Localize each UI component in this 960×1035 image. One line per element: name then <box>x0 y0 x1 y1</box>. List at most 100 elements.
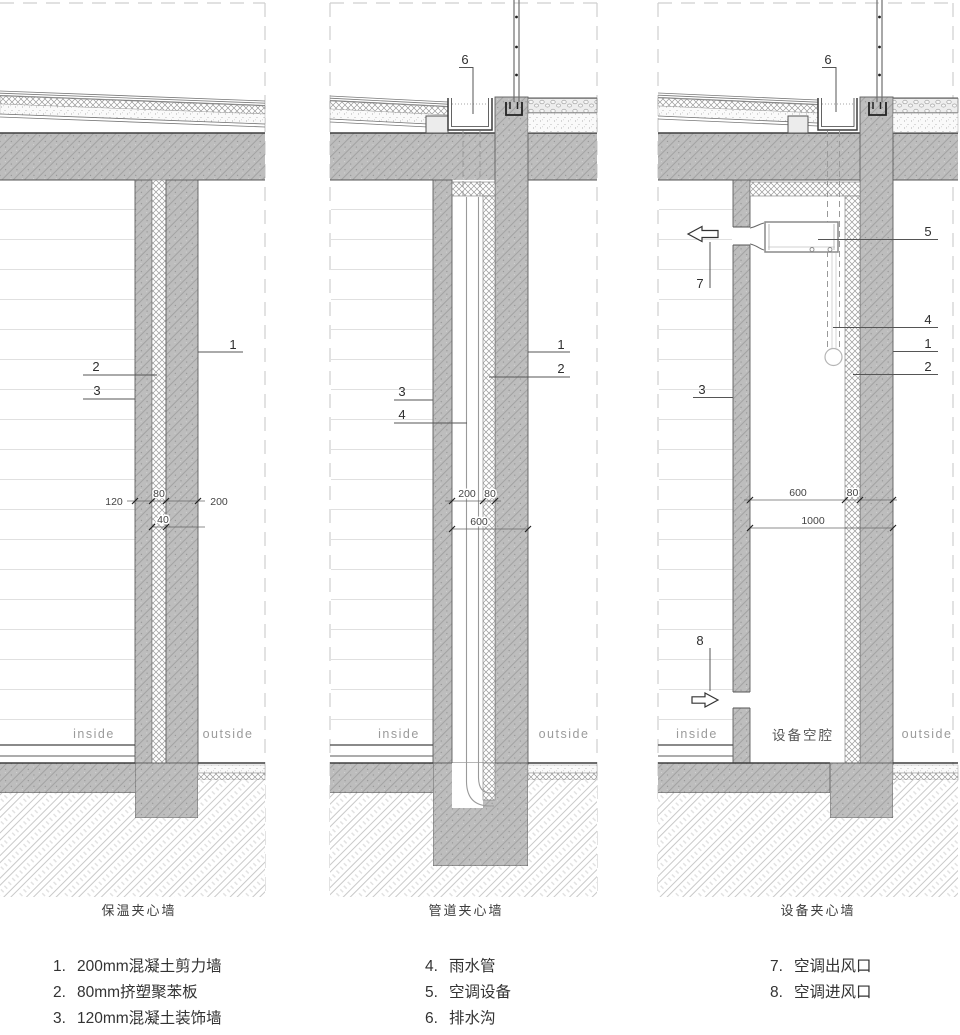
insulation-layer <box>151 179 167 764</box>
foundation <box>134 762 199 819</box>
sandwich-wall <box>134 179 199 819</box>
panel-insulation-wall: 1 2 3 120 80 200 40 inside outside 保温夹心墙 <box>0 2 266 918</box>
air-outlet-arrow <box>686 225 719 243</box>
callout-7: 7 <box>696 276 703 291</box>
legend-item: 4. 雨水管 <box>425 954 511 980</box>
foundation <box>432 762 529 867</box>
callout-3: 3 <box>698 382 705 397</box>
outside-label: outside <box>203 727 254 741</box>
legend-label: 空调出风口 <box>794 958 872 975</box>
legend-num: 7. <box>770 958 783 975</box>
wall-section-drawing: 1 2 3 120 80 200 40 inside outside 保温夹心墙 <box>0 0 959 918</box>
drain-channel <box>447 98 493 131</box>
railing-post <box>505 0 523 116</box>
dim-80: 80 <box>484 488 496 500</box>
soil-hatch <box>658 780 958 897</box>
interior-floor <box>0 744 135 794</box>
legend-num: 4. <box>425 958 438 975</box>
legend-item: 8. 空调进风口 <box>770 980 872 1006</box>
inner-wall-upper <box>732 179 751 693</box>
terrace-finish <box>527 97 598 133</box>
dim-200: 200 <box>210 496 228 508</box>
air-outlet-opening <box>732 222 765 251</box>
callout-2: 2 <box>557 361 564 376</box>
interior-finish-lines <box>331 190 433 740</box>
rainwater-pipe <box>465 197 494 807</box>
panel-caption: 管道夹心墙 <box>428 903 503 918</box>
callout-1: 1 <box>229 337 236 352</box>
roof-layers <box>657 92 819 127</box>
legend-item: 2. 80mm挤塑聚苯板 <box>53 980 222 1006</box>
callout-1: 1 <box>924 336 931 351</box>
interior-finish-lines <box>0 190 135 740</box>
inside-label: inside <box>73 727 115 741</box>
ac-equipment-unit <box>764 221 839 253</box>
callout-6: 6 <box>824 52 831 67</box>
legend-num: 3. <box>53 1010 66 1027</box>
dimensions: 600 80 1000 <box>744 486 897 532</box>
exterior-grade <box>892 762 959 781</box>
inside-label: inside <box>378 727 420 741</box>
dim-120: 120 <box>105 496 123 508</box>
callout-6: 6 <box>461 52 468 67</box>
air-inlet-arrow <box>691 691 720 709</box>
roof-slab <box>658 132 958 181</box>
dim-600: 600 <box>470 516 488 528</box>
railing-post <box>868 0 887 116</box>
roof-curb <box>425 115 449 134</box>
legend-num: 1. <box>53 958 66 975</box>
dim-80: 80 <box>847 487 859 499</box>
legend-item: 3. 120mm混凝土装饰墙 <box>53 1006 222 1032</box>
shear-wall-parapet <box>494 96 529 764</box>
rainwater-pipe-hidden <box>824 131 843 367</box>
dim-200: 200 <box>458 488 476 500</box>
legend-item: 5. 空调设备 <box>425 980 511 1006</box>
cavity-side-insulation <box>844 195 861 764</box>
callout-1: 1 <box>557 337 564 352</box>
panel-pipe-wall: 6 1 2 3 4 200 80 600 inside outside 管道夹心… <box>329 0 598 918</box>
callout-4: 4 <box>398 407 405 422</box>
panel-caption: 设备夹心墙 <box>780 903 855 918</box>
callout-5: 5 <box>924 224 931 239</box>
decorative-wall-layer <box>134 179 153 764</box>
exterior-grade <box>197 762 266 781</box>
roof-layers <box>0 90 266 128</box>
legend-label: 120mm混凝土装饰墙 <box>77 1010 222 1027</box>
leader-6 <box>459 67 474 114</box>
shear-wall-parapet <box>859 96 894 819</box>
pipe-outlet-symbol <box>824 347 843 367</box>
legend-num: 6. <box>425 1010 438 1027</box>
panel-equipment-wall: 7 8 6 5 <box>657 0 959 918</box>
outside-label: outside <box>902 727 953 741</box>
inside-label: inside <box>676 727 718 741</box>
callout-3: 3 <box>398 384 405 399</box>
legend-label: 空调进风口 <box>794 984 872 1001</box>
interior-finish-lines <box>659 190 733 740</box>
roof-curb <box>787 115 809 134</box>
soil-hatch <box>0 780 265 897</box>
soil-hatch <box>330 780 597 897</box>
callout-2: 2 <box>924 359 931 374</box>
legend-label: 空调设备 <box>449 984 512 1001</box>
callout-2: 2 <box>92 359 99 374</box>
railing-anchor <box>505 102 523 116</box>
cavity-top-insulation <box>451 181 496 197</box>
railing-anchor <box>868 102 887 116</box>
dim-40: 40 <box>157 514 169 526</box>
legend-num: 8. <box>770 984 783 1001</box>
equipment-cavity-label: 设备空腔 <box>772 727 834 743</box>
legend-label: 80mm挤塑聚苯板 <box>77 984 198 1001</box>
legend-item: 1. 200mm混凝土剪力墙 <box>53 954 222 980</box>
roof-slab <box>0 132 265 181</box>
inner-wall-layer <box>432 179 453 764</box>
air-inlet-opening <box>732 691 751 709</box>
legend-label: 雨水管 <box>449 958 496 975</box>
legend-item: 6. 排水沟 <box>425 1006 511 1032</box>
terrace-finish <box>892 97 959 133</box>
leader-6 <box>822 67 837 112</box>
dimensions: 120 80 200 40 <box>104 487 229 531</box>
dim-80: 80 <box>153 488 165 500</box>
shear-wall-layer <box>165 179 199 764</box>
dim-600: 600 <box>789 487 807 499</box>
